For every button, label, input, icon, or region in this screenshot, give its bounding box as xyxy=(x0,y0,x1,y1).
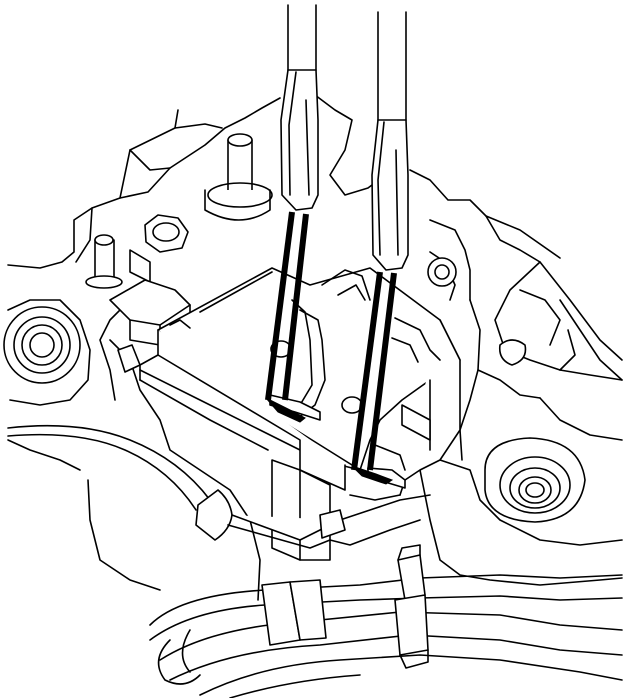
mounting-boss-right xyxy=(427,257,586,523)
screwdriver-right xyxy=(351,11,409,485)
switch-connector xyxy=(139,267,461,561)
cable-clip xyxy=(394,544,429,669)
screwdriver-left xyxy=(265,4,319,423)
transmission-housing xyxy=(7,94,623,601)
mounting-boss-left xyxy=(3,133,273,384)
